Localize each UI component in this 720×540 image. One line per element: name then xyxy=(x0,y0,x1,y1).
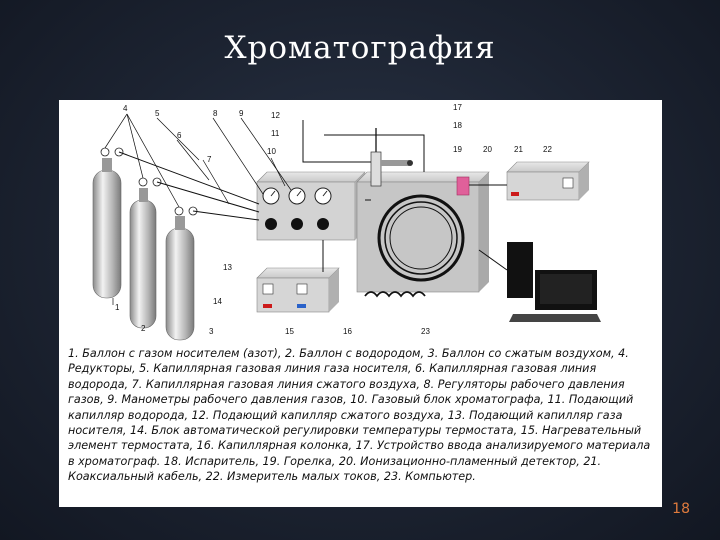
reducers xyxy=(100,147,198,216)
cylinder-hydrogen xyxy=(129,188,157,329)
gas-block xyxy=(256,171,366,241)
page-number: 18 xyxy=(672,501,690,517)
label-15: 15 xyxy=(285,327,294,336)
slide-title: Хроматография xyxy=(224,30,496,66)
label-11: 11 xyxy=(271,129,280,138)
label-9: 9 xyxy=(239,109,244,118)
label-21: 21 xyxy=(514,145,523,154)
cylinder-air xyxy=(165,216,195,341)
label-8: 8 xyxy=(213,109,218,118)
injector xyxy=(370,128,413,187)
figure-panel: 4 5 6 7 8 9 10 11 12 17 18 19 20 21 22 1… xyxy=(59,100,662,507)
thermostat xyxy=(356,171,490,293)
computer xyxy=(507,242,601,322)
label-20: 20 xyxy=(483,145,492,154)
label-1: 1 xyxy=(115,303,120,312)
label-5: 5 xyxy=(155,109,160,118)
flame-ionization-detector xyxy=(456,176,470,196)
label-18: 18 xyxy=(453,121,462,130)
label-22: 22 xyxy=(543,145,552,154)
cylinder-nitrogen xyxy=(92,158,122,299)
label-7: 7 xyxy=(207,155,212,164)
label-2: 2 xyxy=(141,324,146,333)
heating-element xyxy=(364,291,426,298)
current-meter xyxy=(506,161,590,201)
chromatograph-diagram: 4 5 6 7 8 9 10 11 12 17 18 19 20 21 22 1… xyxy=(92,103,601,341)
label-6: 6 xyxy=(177,131,182,140)
temperature-control-block xyxy=(256,267,340,313)
label-13: 13 xyxy=(223,263,232,272)
label-17: 17 xyxy=(453,103,462,112)
label-19: 19 xyxy=(453,145,462,154)
label-12: 12 xyxy=(271,111,280,120)
label-3: 3 xyxy=(209,327,214,336)
label-16: 16 xyxy=(343,327,352,336)
label-23: 23 xyxy=(421,327,430,336)
label-4: 4 xyxy=(123,104,128,113)
label-14: 14 xyxy=(213,297,222,306)
label-10: 10 xyxy=(267,147,276,156)
figure-caption: 1. Баллон с газом носителем (азот), 2. Б… xyxy=(68,347,651,484)
